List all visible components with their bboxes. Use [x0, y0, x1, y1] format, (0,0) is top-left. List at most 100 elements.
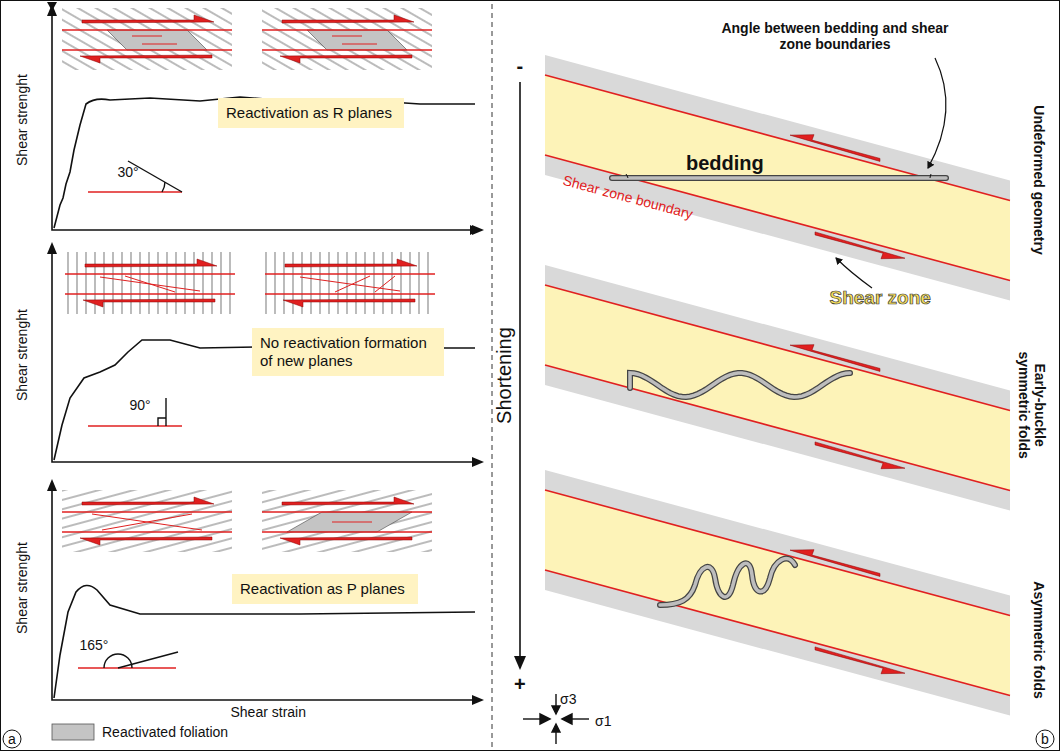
new-plane: [102, 514, 192, 530]
angle-label: 30°: [118, 164, 139, 180]
wall-rock: [545, 470, 1010, 716]
inset: [262, 490, 432, 552]
legend-swatch: [52, 724, 94, 740]
bedding-layer: [612, 175, 946, 181]
hatching: [262, 490, 432, 552]
leaders: [836, 58, 946, 288]
axis-label: Shortening: [492, 327, 515, 424]
new-plane: [335, 276, 370, 292]
hatching: [62, 8, 232, 70]
strength-curves: [54, 97, 475, 698]
shear-arrow: [285, 259, 417, 267]
shear-arrow: [790, 345, 880, 372]
note-text: Reactivation as P planes: [240, 580, 410, 598]
shear-zone-boundary: [545, 75, 1010, 201]
buckle-fold: [630, 373, 850, 397]
slip: [132, 36, 162, 37]
asymmetric-fold: [660, 559, 795, 605]
zone-boundary: [262, 531, 432, 533]
hatching: [265, 252, 435, 314]
sign: +: [514, 673, 526, 696]
callout: Angle between bedding and shear zone bou…: [720, 20, 950, 52]
shear-zone-boundary: [545, 285, 1010, 411]
new-plane: [375, 276, 395, 292]
shear-arrow: [83, 299, 215, 307]
shear-zone-band: [545, 470, 1010, 716]
note-text: Reactivation as R planes: [226, 104, 396, 122]
hatching: [62, 490, 232, 552]
inset: [265, 252, 435, 314]
new-plane: [125, 276, 175, 292]
stress-label: σ1: [595, 713, 611, 729]
zone-boundary: [62, 29, 232, 31]
new-plane: [300, 277, 400, 291]
shear-zone-boundary: [545, 155, 1010, 281]
wall-rock: [545, 55, 1010, 301]
zone-boundary: [62, 531, 232, 533]
stress-arrows: [523, 694, 589, 744]
zone-boundary: [262, 29, 432, 31]
note-box: No reactivation formation of new planes: [252, 328, 444, 376]
note-box: Reactivation as R planes: [218, 98, 404, 128]
shear-zone-boundary: [545, 490, 1010, 616]
shortening-arrow: [514, 82, 526, 670]
zone-boundary: [265, 273, 435, 275]
zone-boundary: [65, 273, 235, 275]
shear-arrow: [80, 55, 212, 63]
new-plane: [100, 277, 200, 291]
reactivated-foliation: [287, 512, 412, 532]
zone-boundary: [62, 49, 232, 51]
slip: [142, 44, 177, 45]
zone-boundary: [262, 49, 432, 51]
inset: [62, 8, 232, 70]
shear-arrow: [280, 537, 412, 545]
shear-arrow: [283, 299, 415, 307]
axis-label: Shear strenght: [14, 309, 30, 401]
stage-label: Early-buckle symmetric folds: [1016, 340, 1048, 470]
axes: [52, 10, 478, 700]
panel-circle: [3, 730, 21, 748]
zone-boundary: [265, 293, 435, 295]
slip: [332, 522, 372, 523]
shear-arrow: [280, 55, 412, 63]
reactivated-foliation: [107, 30, 207, 50]
sign: -: [517, 55, 524, 78]
shear-zone-boundary: [545, 365, 1010, 491]
shear-arrow: [282, 15, 414, 23]
inset: [65, 252, 235, 314]
slip: [342, 44, 377, 45]
buckle-fold: [630, 373, 850, 397]
shear-arrow: [815, 232, 905, 259]
divider: [492, 4, 493, 748]
shear-arrow: [82, 497, 214, 505]
shear-arrow: [815, 647, 905, 674]
hatching: [65, 252, 235, 314]
hatching: [262, 8, 432, 70]
callout: Shear zone: [830, 287, 931, 309]
panel-letter: b: [1041, 731, 1049, 747]
shear-arrow: [815, 442, 905, 469]
stress-label: σ3: [560, 691, 576, 707]
shear-arrow: [85, 259, 217, 267]
panel-circle: [1036, 730, 1054, 748]
shear-arrow: [80, 537, 212, 545]
zone-boundary: [65, 293, 235, 295]
stage-label: Undeformed geometry: [1030, 105, 1046, 254]
wall-rock: [545, 265, 1010, 511]
shear-zone: [545, 75, 1010, 281]
shear-zone-band: [545, 265, 1010, 511]
shear-zone: [545, 490, 1010, 696]
inset: [62, 490, 232, 552]
reactivated-foliation: [307, 30, 407, 50]
stage-label: Asymmetric folds: [1030, 581, 1046, 698]
zone-boundary: [62, 511, 232, 513]
shear-zone-boundary: [545, 570, 1010, 696]
angle-sketches: [78, 161, 182, 668]
angle-label: 90°: [130, 397, 151, 413]
shear-arrow: [82, 15, 214, 23]
shear-zones: [545, 55, 1010, 716]
slip: [332, 36, 362, 37]
asymmetric-fold: [660, 559, 795, 605]
